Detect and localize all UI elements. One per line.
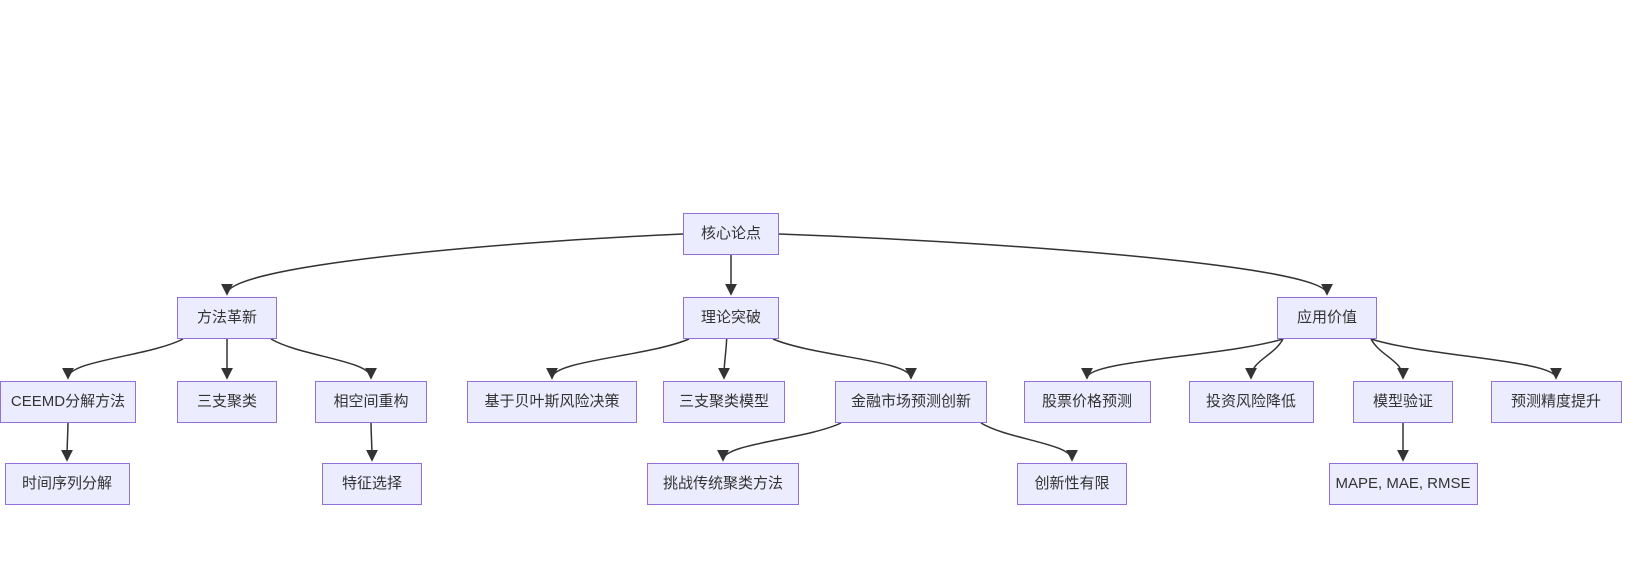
edge-fininnov-challenge [717, 422, 842, 462]
node-threeway: 三支聚类 [177, 381, 277, 423]
node-tsdecomp: 时间序列分解 [4, 463, 130, 505]
node-label: 核心论点 [700, 225, 761, 242]
node-ceemd: CEEMD分解方法 [0, 381, 136, 423]
node-label: 特征选择 [341, 475, 402, 492]
node-stockpred: 股票价格预测 [1023, 381, 1151, 423]
edge-application-modelvalid [1370, 338, 1409, 380]
edge-phasespace-featuresel [365, 422, 378, 462]
node-label: 时间序列分解 [21, 475, 112, 492]
node-core: 核心论点 [683, 213, 779, 255]
node-label: MAPE, MAE, RMSE [1335, 475, 1471, 492]
node-fininnov: 金融市场预测创新 [835, 381, 987, 423]
node-twcmodel: 三支聚类模型 [663, 381, 785, 423]
node-label: CEEMD分解方法 [10, 393, 126, 410]
edge-method-ceemd [62, 338, 184, 380]
node-label: 应用价值 [1296, 309, 1357, 326]
edge-core-application [778, 233, 1333, 296]
edge-fininnov-limited [980, 422, 1078, 462]
node-label: 预测精度提升 [1510, 393, 1601, 410]
node-accuracy: 预测精度提升 [1490, 381, 1622, 423]
node-label: 创新性有限 [1034, 475, 1110, 492]
node-featuresel: 特征选择 [322, 463, 422, 505]
edge-method-phasespace [270, 338, 377, 380]
node-riskreduce: 投资风险降低 [1188, 381, 1314, 423]
node-label: 三支聚类 [196, 393, 257, 410]
node-label: 模型验证 [1372, 393, 1433, 410]
node-label: 金融市场预测创新 [850, 393, 971, 410]
edge-theory-twcmodel [718, 338, 731, 380]
edge-application-stockpred [1081, 338, 1284, 380]
node-modelvalid: 模型验证 [1353, 381, 1453, 423]
edge-theory-bayes [546, 338, 690, 380]
node-label: 挑战传统聚类方法 [662, 475, 783, 492]
node-label: 理论突破 [700, 309, 761, 326]
node-phasespace: 相空间重构 [315, 381, 427, 423]
node-theory: 理论突破 [683, 297, 779, 339]
node-label: 相空间重构 [333, 393, 409, 410]
edge-application-accuracy [1370, 338, 1562, 380]
node-label: 三支聚类模型 [678, 393, 769, 410]
node-method: 方法革新 [177, 297, 277, 339]
node-limited: 创新性有限 [1017, 463, 1127, 505]
edge-ceemd-tsdecomp [61, 422, 74, 462]
node-metrics: MAPE, MAE, RMSE [1328, 463, 1478, 505]
node-application: 应用价值 [1277, 297, 1377, 339]
node-label: 股票价格预测 [1041, 393, 1132, 410]
node-bayes: 基于贝叶斯风险决策 [467, 381, 637, 423]
node-label: 方法革新 [196, 309, 257, 326]
node-label: 投资风险降低 [1205, 393, 1296, 410]
node-label: 基于贝叶斯风险决策 [484, 393, 620, 410]
edge-application-riskreduce [1245, 338, 1284, 380]
edge-theory-fininnov [772, 338, 917, 380]
edge-core-method [221, 233, 684, 296]
node-challenge: 挑战传统聚类方法 [647, 463, 799, 505]
